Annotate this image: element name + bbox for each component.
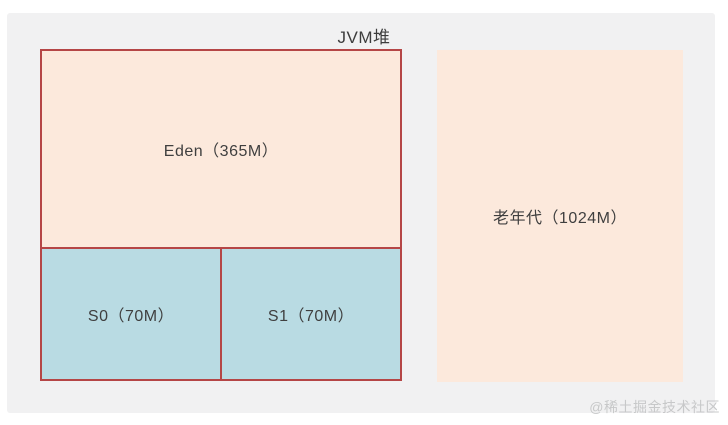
s1-label: S1（70M） (267, 308, 355, 325)
diagram-title: JVM堆 (337, 28, 391, 47)
s1-region: S1（70M） (222, 249, 400, 379)
s0-region: S0（70M） (42, 249, 222, 379)
old-generation-label: 老年代（1024M） (493, 210, 627, 227)
s0-label: S0（70M） (87, 308, 175, 325)
eden-region: Eden（365M） (42, 51, 400, 249)
survivor-row: S0（70M） S1（70M） (42, 249, 400, 379)
young-generation-box: Eden（365M） S0（70M） S1（70M） (40, 49, 402, 381)
eden-label: Eden（365M） (163, 143, 279, 160)
watermark: @稀土掘金技术社区 (589, 399, 720, 415)
old-generation-region: 老年代（1024M） (437, 50, 683, 382)
